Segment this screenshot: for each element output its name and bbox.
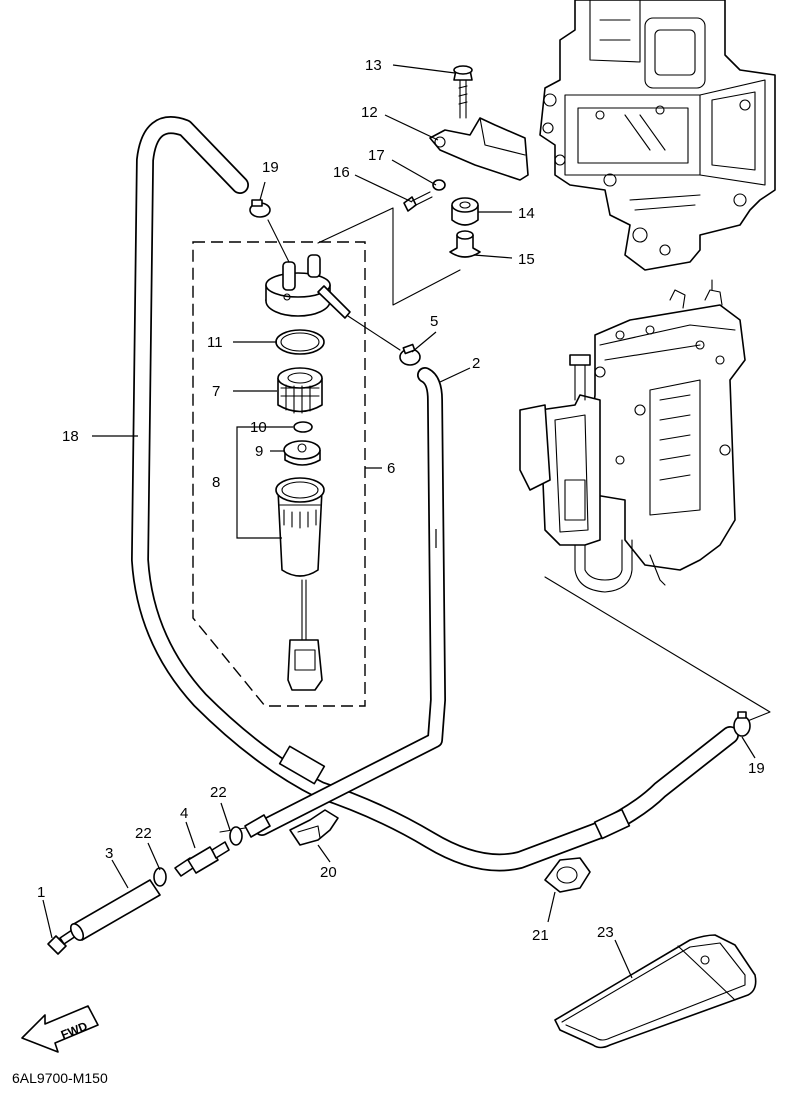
- callout-12: 12: [361, 104, 378, 121]
- callout-22-lower: 22: [135, 825, 152, 842]
- callout-9: 9: [255, 443, 263, 460]
- o-ring: [275, 329, 325, 355]
- bracket: [429, 117, 529, 181]
- callout-2: 2: [472, 355, 480, 372]
- filter-cup: [275, 477, 325, 691]
- screw-16: [403, 191, 433, 212]
- callout-5: 5: [430, 313, 438, 330]
- callout-8: 8: [212, 474, 220, 491]
- clip: [293, 421, 313, 433]
- fuel-filter-assembly-outline: [192, 241, 366, 707]
- holder-20: [289, 809, 339, 846]
- callout-1: 1: [37, 884, 45, 901]
- callout-16: 16: [333, 164, 350, 181]
- filter-element: [277, 367, 323, 414]
- callout-19-top: 19: [262, 159, 279, 176]
- clamp-22-left: [153, 867, 167, 887]
- callout-18: 18: [62, 428, 79, 445]
- callout-21: 21: [532, 927, 549, 944]
- fuel-filter-head: [265, 219, 351, 319]
- holder-21: [544, 857, 591, 893]
- callout-7: 7: [212, 383, 220, 400]
- forward-arrow-icon: FWD: [21, 1005, 99, 1053]
- clamp-5: [399, 343, 421, 366]
- callout-19-right: 19: [748, 760, 765, 777]
- callout-22-upper: 22: [210, 784, 227, 801]
- callout-6: 6: [387, 460, 395, 477]
- callout-10: 10: [250, 419, 267, 436]
- clamp-19-top: [249, 199, 271, 218]
- callout-15: 15: [518, 251, 535, 268]
- vapor-separator-assembly: [519, 279, 746, 593]
- clamp-22-right: [229, 826, 243, 846]
- grommet-14: [451, 197, 479, 226]
- hose-3: [69, 879, 161, 941]
- callout-23: 23: [597, 924, 614, 941]
- bolt-13: [453, 65, 473, 119]
- callout-17: 17: [368, 147, 385, 164]
- washer-17: [432, 179, 446, 191]
- hose-line: [347, 315, 401, 351]
- connection-line: [317, 207, 461, 306]
- connection-line: [544, 576, 771, 723]
- connector-4: [174, 841, 230, 877]
- callout-14: 14: [518, 205, 535, 222]
- leader-lines: [42, 64, 756, 979]
- clamp-19-right: [733, 711, 751, 737]
- engine-block-upper: [539, 0, 776, 271]
- callout-20: 20: [320, 864, 337, 881]
- callout-4: 4: [180, 805, 188, 822]
- callout-3: 3: [105, 845, 113, 862]
- collar-15: [449, 230, 481, 258]
- callout-11: 11: [207, 334, 223, 351]
- filter-nut: [283, 440, 321, 466]
- callout-13: 13: [365, 57, 382, 74]
- drawing-code: 6AL9700-M150: [12, 1070, 108, 1086]
- label-plate-23: [554, 934, 757, 1049]
